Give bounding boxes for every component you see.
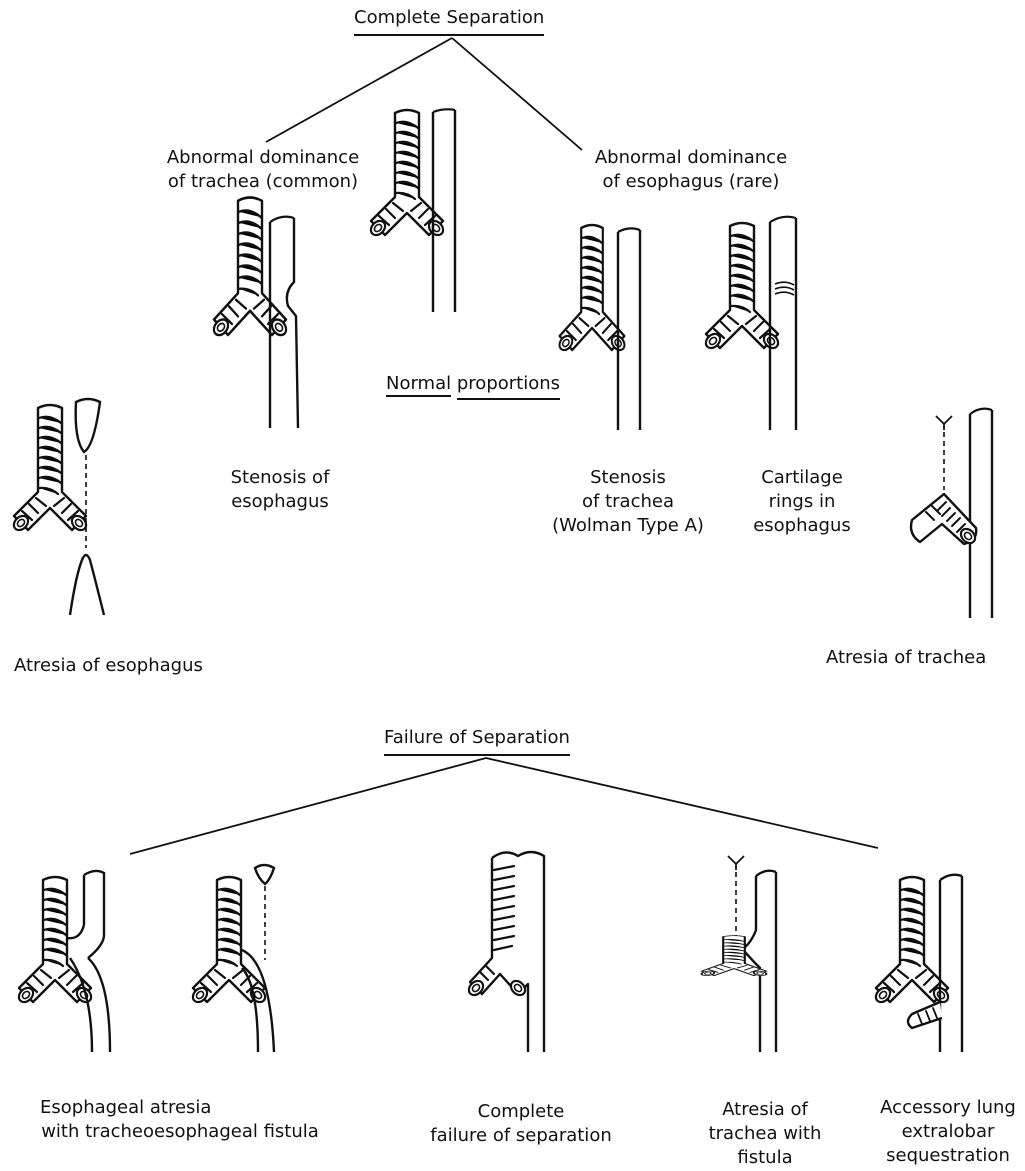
complete-separation-branch-lines (266, 38, 582, 150)
complete-failure-figure (466, 852, 544, 1052)
label-trachea-dominance: Abnormal dominance of trachea (common) (150, 146, 376, 194)
label-complete-failure: Complete failure of separation (418, 1100, 624, 1148)
esophageal-atresia-fistula-figure-1 (16, 871, 110, 1052)
label-esophagus-dominance: Abnormal dominance of esophagus (rare) (584, 146, 798, 194)
atresia-esophagus-figure (11, 399, 104, 615)
stenosis-trachea-figure (557, 225, 640, 430)
label-atresia-trachea-fistula: Atresia of trachea with fistula (700, 1098, 830, 1170)
atresia-trachea-fistula-figure (699, 856, 776, 1052)
heading-failure-of-separation: Failure of Separation (384, 726, 570, 756)
cartilage-rings-figure (703, 217, 796, 430)
label-atresia-esophagus: Atresia of esophagus (14, 654, 218, 678)
label-stenosis-trachea: Stenosis of trachea (Wolman Type A) (538, 466, 718, 538)
label-cartilage-rings: Cartilage rings in esophagus (740, 466, 864, 538)
esophageal-atresia-fistula-figure-2 (190, 865, 274, 1052)
heading-complete-separation: Complete Separation (354, 6, 544, 36)
stenosis-esophagus-figure (211, 198, 298, 429)
accessory-lung-figure (873, 875, 962, 1052)
label-esophageal-atresia-fistula: Esophageal atresia with tracheoesophagea… (30, 1096, 330, 1144)
failure-separation-branch-lines (130, 758, 878, 854)
normal-trachea-esophagus (368, 109, 455, 312)
label-atresia-trachea: Atresia of trachea (826, 646, 1006, 670)
label-normal-proportions: Normal proportions (386, 372, 510, 400)
label-accessory-lung: Accessory lung extralobar sequestration (874, 1096, 1022, 1168)
atresia-trachea-figure (911, 409, 992, 618)
label-stenosis-esophagus: Stenosis of esophagus (216, 466, 344, 514)
